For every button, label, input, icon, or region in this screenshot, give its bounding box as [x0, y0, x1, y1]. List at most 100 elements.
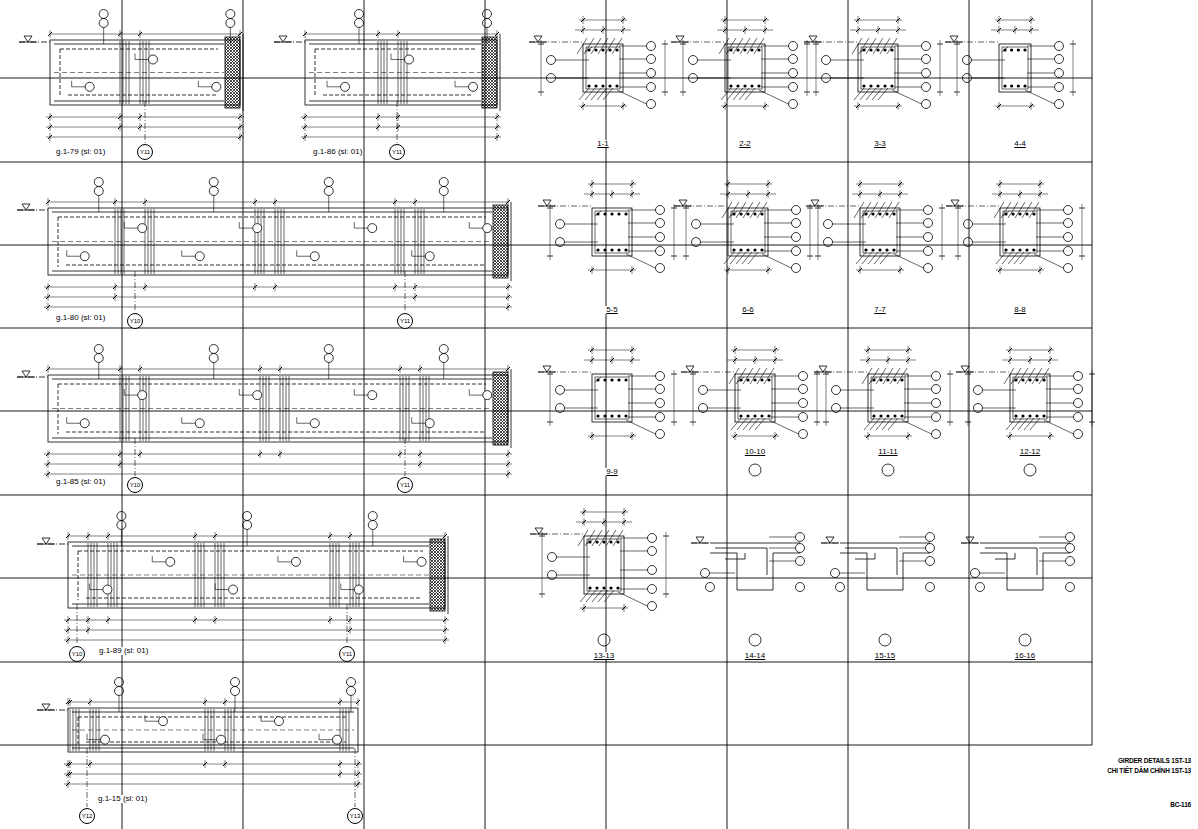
leader-line	[121, 530, 122, 547]
callout-circle	[439, 187, 448, 196]
callout-circle	[556, 220, 565, 229]
leader-line	[145, 715, 146, 721]
dimension-extension	[868, 432, 869, 440]
rebar-dot	[1011, 248, 1014, 251]
rebar-dot	[1003, 84, 1006, 87]
callout-circle	[341, 82, 350, 91]
rebar-dot	[757, 48, 760, 51]
dimension-line	[588, 350, 636, 351]
rebar-dot	[609, 586, 612, 589]
dimension-extension	[508, 470, 509, 478]
stirrup	[149, 376, 150, 441]
leader-line	[620, 551, 648, 552]
leader-line	[98, 363, 99, 380]
dimension-extension	[48, 450, 49, 458]
callout-circle	[324, 187, 333, 196]
dimension-line	[580, 608, 628, 609]
rebar-dot	[864, 212, 867, 215]
callout-circle	[243, 521, 252, 530]
callout-circle	[824, 220, 833, 229]
axis-line	[405, 271, 406, 312]
stirrup	[346, 709, 347, 751]
dimension-extension	[735, 432, 736, 440]
dimension-line	[996, 184, 1044, 185]
leader-line	[899, 548, 926, 549]
dimension-extension	[1010, 432, 1011, 440]
leader-line	[182, 256, 196, 257]
stirrup	[215, 543, 216, 607]
dimension-extension	[900, 266, 901, 274]
dimension-extension	[70, 698, 71, 706]
leader-line	[328, 363, 329, 380]
dimension-tick	[954, 44, 960, 45]
callout-circle	[647, 69, 656, 78]
axis-bubble: Y11	[389, 144, 405, 160]
dimension-line	[864, 350, 912, 351]
hatch-line	[1024, 418, 1034, 430]
callout-circle	[831, 569, 840, 578]
leader-line	[761, 73, 789, 74]
dimension-extension	[497, 30, 498, 38]
datum-line	[17, 210, 48, 211]
dimension-extension	[340, 770, 341, 778]
dimension-tick	[671, 374, 677, 375]
callout-circle	[1074, 430, 1083, 439]
dimension-extension	[305, 133, 306, 141]
leader-line	[628, 237, 656, 238]
dimension-extension	[900, 180, 901, 188]
stirrup	[224, 543, 225, 607]
column-hatch	[493, 372, 508, 445]
leader-line	[87, 739, 101, 740]
dimension-extension	[68, 636, 69, 644]
stirrup	[143, 41, 144, 104]
axis-line	[135, 438, 136, 476]
callout-circle	[796, 583, 805, 592]
column-edge	[511, 202, 512, 281]
leader-line	[412, 256, 426, 257]
axis-line	[135, 271, 136, 312]
dimension-tick	[683, 208, 689, 209]
dimension-extension	[623, 16, 624, 24]
rebar-dot	[869, 84, 872, 87]
leader-line	[239, 395, 253, 396]
leader-line	[628, 210, 656, 211]
beam-outline	[50, 40, 240, 105]
rebar-dot	[616, 586, 619, 589]
callout-circle	[1064, 206, 1073, 215]
section-outline	[584, 536, 624, 594]
dimension-tick	[538, 92, 544, 93]
axis-bubble: Y11	[339, 646, 355, 662]
callout-circle	[103, 585, 112, 594]
callout-circle	[324, 345, 333, 354]
dimension-extension	[612, 356, 613, 364]
dimension-tick	[965, 374, 971, 375]
dimension-tick	[538, 44, 544, 45]
dimension-line	[721, 106, 769, 107]
drawing-lines	[0, 0, 1095, 829]
leader-line	[896, 237, 924, 238]
rebar-dot	[739, 414, 742, 417]
dimension-line	[64, 764, 362, 765]
dimension-tick	[939, 208, 945, 209]
dimension-extension	[765, 16, 766, 24]
leader-line	[628, 403, 656, 404]
callout-circle	[699, 404, 708, 413]
axis-label: Y11	[342, 651, 352, 657]
dimension-extension	[215, 532, 216, 540]
dimension-extension	[632, 432, 633, 440]
rebar-dot	[1028, 414, 1031, 417]
leader-line	[894, 73, 922, 74]
dimension-extension	[508, 198, 509, 206]
dimension-tick	[663, 594, 669, 595]
datum-line	[961, 543, 980, 544]
hatch-line	[749, 418, 759, 430]
slab-top	[980, 543, 1070, 544]
dimension-extension	[583, 26, 584, 34]
leader-line	[103, 28, 104, 45]
leader-line	[297, 423, 311, 424]
level-symbol	[42, 538, 50, 544]
beam-label: g.1-85 (sl: 01)	[55, 478, 106, 486]
dimension-extension	[1020, 190, 1021, 198]
rebar-dot	[760, 248, 763, 251]
